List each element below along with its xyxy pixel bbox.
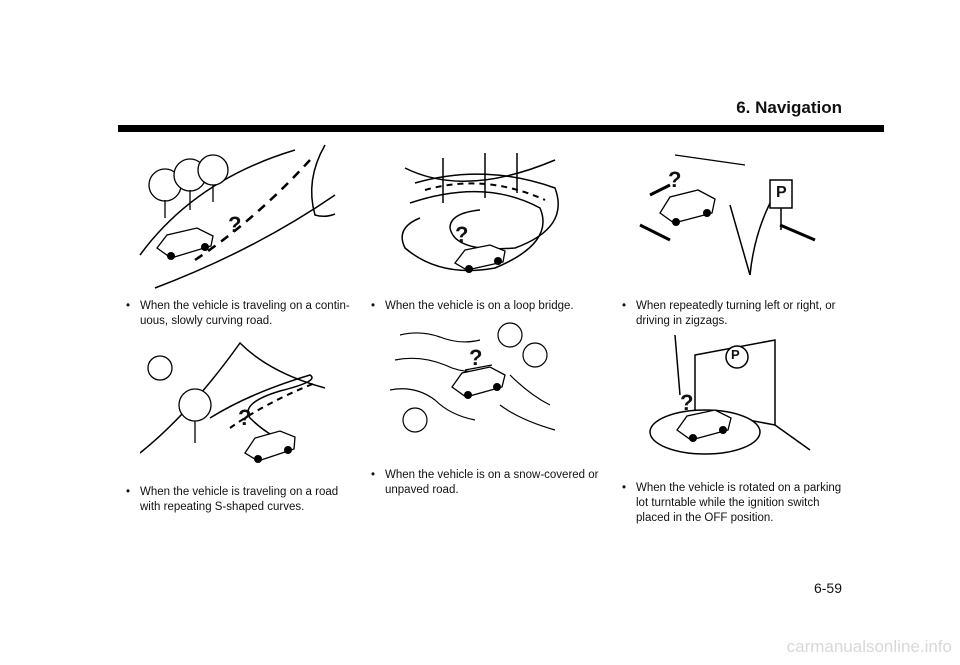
question-mark: ? xyxy=(469,345,483,370)
parking-sign-text: P xyxy=(776,184,787,201)
bullet-2: • xyxy=(126,486,131,498)
question-mark: ? xyxy=(455,222,469,247)
caption-curving-road: When the vehicle is traveling on a conti… xyxy=(140,300,350,327)
page-number: 6-59 xyxy=(813,580,842,596)
caption-turntable: When the vehicle is rotated on a parking… xyxy=(636,482,842,524)
bullet-5: • xyxy=(622,300,627,312)
caption-zigzag: When repeatedly turning left or right, o… xyxy=(636,300,836,327)
header-rule xyxy=(118,125,884,132)
bullet-6: • xyxy=(622,482,627,494)
illustration-loop-bridge xyxy=(395,148,565,293)
caption-loop-bridge: When the vehicle is on a loop bridge. xyxy=(385,300,574,312)
bullet-3: • xyxy=(371,300,376,312)
section-title: 6. Navigation xyxy=(736,98,842,117)
caption-s-curves: When the vehicle is traveling on a road … xyxy=(140,486,339,513)
watermark: carmanualsonline.info xyxy=(786,637,952,656)
question-mark: ? xyxy=(238,405,252,430)
illustration-s-curves xyxy=(140,333,340,478)
question-mark: ? xyxy=(668,167,682,192)
illustration-curving-road xyxy=(135,140,345,290)
question-mark: ? xyxy=(680,390,694,415)
illustration-turntable xyxy=(635,330,825,465)
caption-snow-road: When the vehicle is on a snow-covered or… xyxy=(385,469,599,496)
illustration-zigzag xyxy=(630,145,825,285)
bullet-1: • xyxy=(126,300,131,312)
illustration-snow-road xyxy=(390,315,565,445)
bullet-4: • xyxy=(371,469,376,481)
question-mark: ? xyxy=(228,212,242,237)
parking-sign-text: P xyxy=(731,347,740,362)
